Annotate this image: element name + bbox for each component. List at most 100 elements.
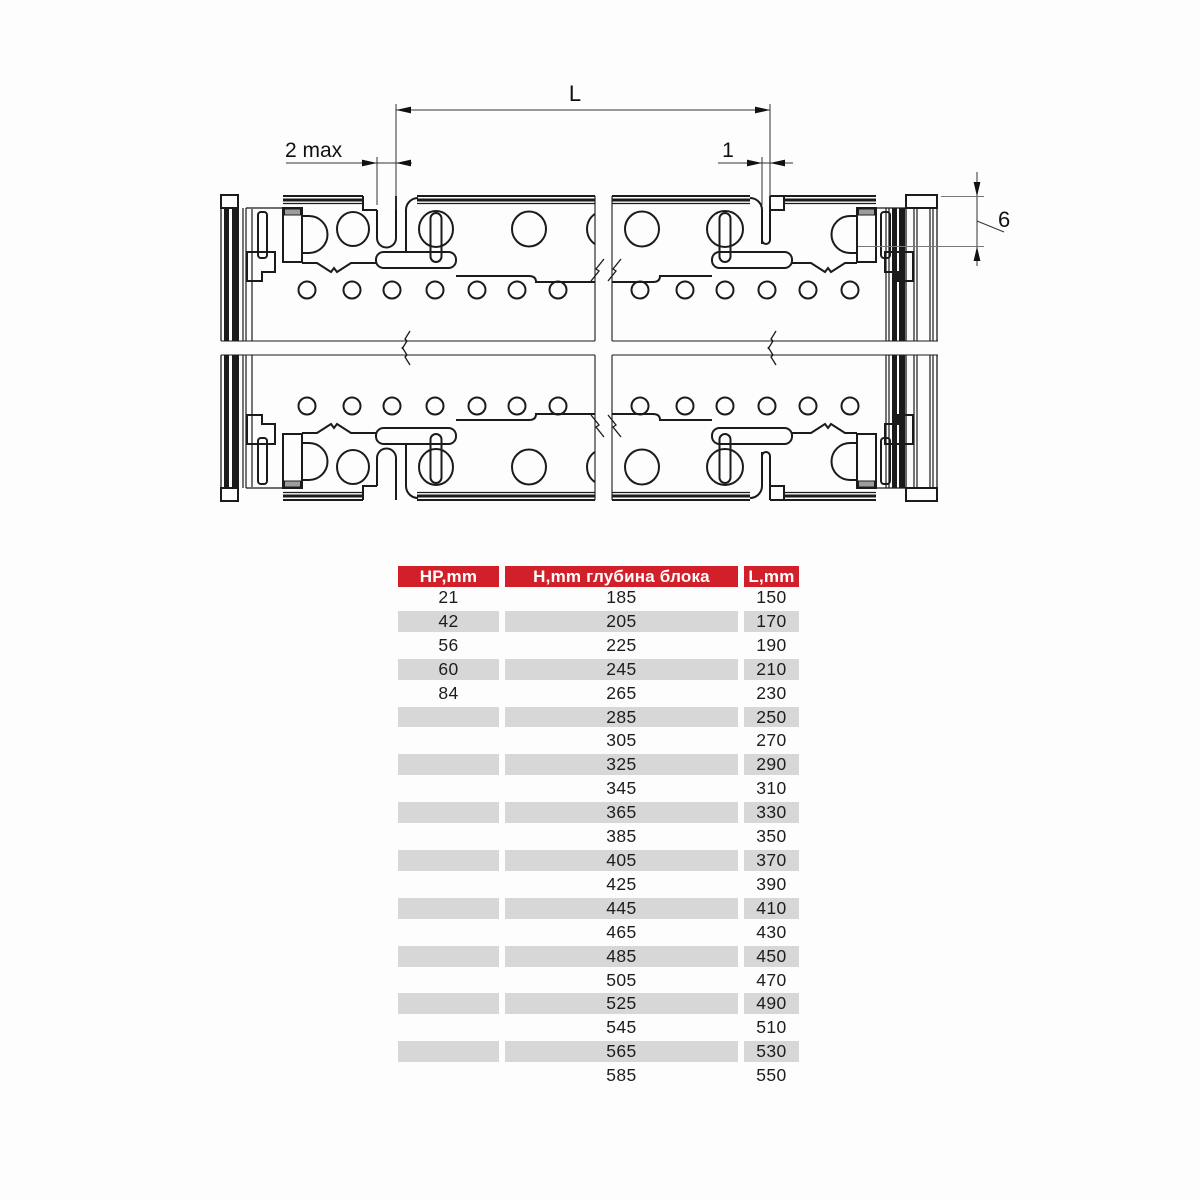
- table-cell: 525: [505, 993, 738, 1018]
- rail-top: [220, 194, 938, 350]
- dim-label-2max: 2 max: [285, 139, 343, 162]
- table-cell: 305: [505, 730, 738, 755]
- table-cell: 530: [744, 1041, 799, 1066]
- table-cell: [398, 849, 499, 874]
- table-cell: 230: [744, 683, 799, 707]
- column-header: L,mm: [744, 566, 799, 587]
- table-cell: 545: [505, 1017, 738, 1042]
- hook-slot-left: [376, 196, 397, 249]
- table-cell: 445: [505, 897, 738, 922]
- table-cell: 285: [505, 706, 738, 731]
- table-cell: 325: [505, 754, 738, 779]
- table-cell: 185: [505, 587, 738, 611]
- table-cell: 56: [398, 635, 499, 659]
- table-cell: 585: [505, 1065, 738, 1090]
- table-cell: 390: [744, 874, 799, 898]
- table-cell: 490: [744, 993, 799, 1018]
- column-header: H,mm глубина блока: [505, 566, 738, 587]
- technical-drawing: L 2 max 1 6: [0, 81, 1010, 560]
- table-cell: 290: [744, 754, 799, 779]
- table-cell: 190: [744, 635, 799, 659]
- table-cell: [398, 1041, 499, 1066]
- table-cell: 565: [505, 1041, 738, 1066]
- small-holes-right: [630, 280, 860, 300]
- table-cell: 505: [505, 970, 738, 994]
- table-cell: 225: [505, 635, 738, 659]
- hook-slot-right: [761, 196, 771, 245]
- table-cell: 370: [744, 849, 799, 874]
- dimensions: [286, 104, 1005, 266]
- table-cell: 365: [505, 802, 738, 827]
- table-cell: 410: [744, 897, 799, 922]
- table-cell: 450: [744, 945, 799, 970]
- table-cell: 245: [505, 658, 738, 683]
- table-cell: 430: [744, 922, 799, 946]
- dimension-l: [396, 106, 770, 114]
- table-cell: 485: [505, 945, 738, 970]
- break-lines: [221, 196, 938, 350]
- table-cell: [398, 802, 499, 827]
- rail-bottom: [221, 347, 938, 501]
- table-cell: [398, 778, 499, 803]
- table-cell: 405: [505, 849, 738, 874]
- table-cell: [398, 922, 499, 946]
- dim-label-1: 1: [722, 139, 734, 162]
- table-cell: 250: [744, 706, 799, 731]
- rail-right-half: [612, 194, 938, 341]
- table-cell: 150: [744, 587, 799, 611]
- table-cell: [398, 730, 499, 755]
- wave-notch-left: [302, 262, 376, 274]
- table-cell: 270: [744, 730, 799, 755]
- keyhole-left: [418, 210, 454, 248]
- table-cell: 42: [398, 610, 499, 635]
- table-cell: [398, 706, 499, 731]
- table-cell: 21: [398, 587, 499, 611]
- dimension-2max: [286, 159, 412, 167]
- dim-label-l: L: [569, 81, 581, 106]
- table-cell: [398, 826, 499, 850]
- dim-label-6: 6: [998, 207, 1010, 232]
- table-cell: 265: [505, 683, 738, 707]
- dimension-6: [858, 172, 1005, 266]
- hook-step-right: [771, 196, 785, 211]
- table-cell: 310: [744, 778, 799, 803]
- wave-notch-right: [792, 262, 857, 274]
- insert-pad: [284, 208, 301, 216]
- table-cell: 385: [505, 826, 738, 850]
- small-holes-left: [297, 280, 568, 300]
- table-cell: 510: [744, 1017, 799, 1042]
- table-cell: [398, 945, 499, 970]
- table-cell: 60: [398, 658, 499, 683]
- keyhole-right: [706, 210, 744, 248]
- table-cell: [398, 897, 499, 922]
- table-cell: 84: [398, 683, 499, 707]
- table-cell: [398, 874, 499, 898]
- table-cell: 330: [744, 802, 799, 827]
- table-cell: [398, 754, 499, 779]
- dimension-1: [718, 159, 793, 167]
- table-cell: 550: [744, 1065, 799, 1090]
- insert-pad: [858, 208, 875, 216]
- table-cell: 465: [505, 922, 738, 946]
